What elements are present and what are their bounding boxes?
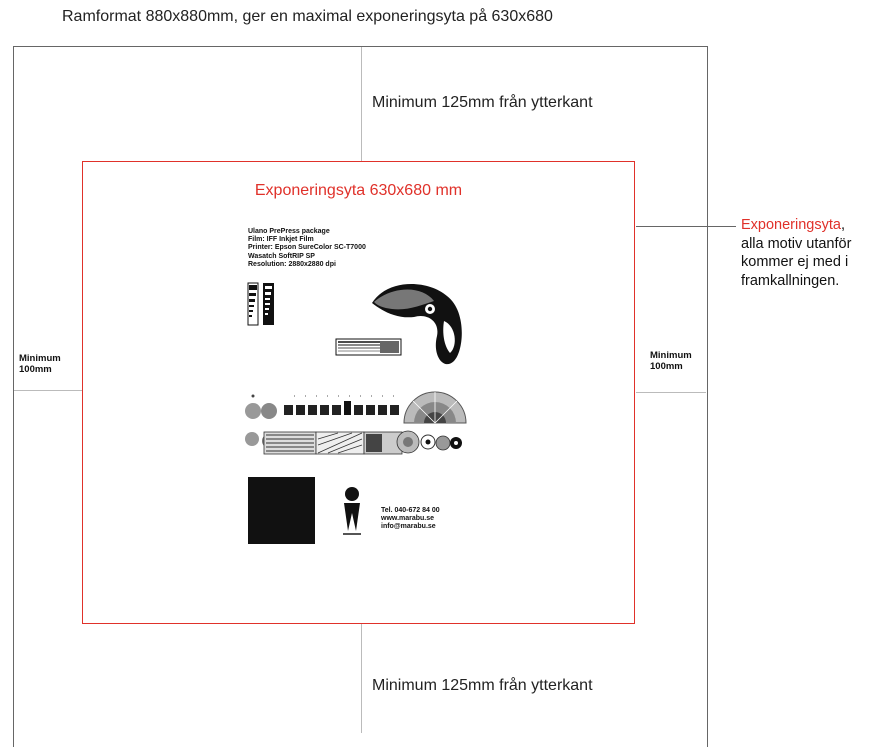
bottom-margin-label: Minimum 125mm från ytterkant — [372, 677, 593, 694]
test-chart-graphics — [245, 282, 467, 544]
left-margin-divider — [14, 390, 82, 391]
print-info-block: Ulano PrePress package Film: IFF Inkjet … — [248, 228, 366, 268]
density-patch-row — [245, 394, 400, 419]
contact-block: Tel. 040-672 84 00 www.marabu.se info@ma… — [381, 507, 440, 531]
right-margin-divider — [636, 392, 706, 393]
resolution-test-row — [245, 430, 462, 455]
top-margin-label: Minimum 125mm från ytterkant — [372, 94, 593, 111]
exposure-title: Exponeringsyta 630x680 mm — [254, 182, 463, 199]
line-test-bar — [335, 338, 402, 356]
star-target-semicircle — [403, 391, 467, 424]
frame-outline — [13, 46, 708, 747]
diagram-title: Ramformat 880x880mm, ger en maximal expo… — [62, 8, 553, 25]
exposure-area: Exponeringsyta 630x680 mm Ulano PrePress… — [82, 161, 635, 624]
marabu-logo — [343, 487, 361, 535]
exposure-callout: Exponeringsyta, alla motiv utanför komme… — [741, 217, 852, 289]
callout-leader-line — [636, 226, 736, 227]
solid-black-patch — [248, 477, 315, 544]
font-size-test-strip — [247, 282, 274, 326]
top-margin-divider — [361, 47, 362, 161]
toucan-illustration — [372, 284, 462, 365]
bottom-margin-divider — [361, 624, 362, 733]
callout-highlight: Exponeringsyta — [741, 217, 841, 233]
